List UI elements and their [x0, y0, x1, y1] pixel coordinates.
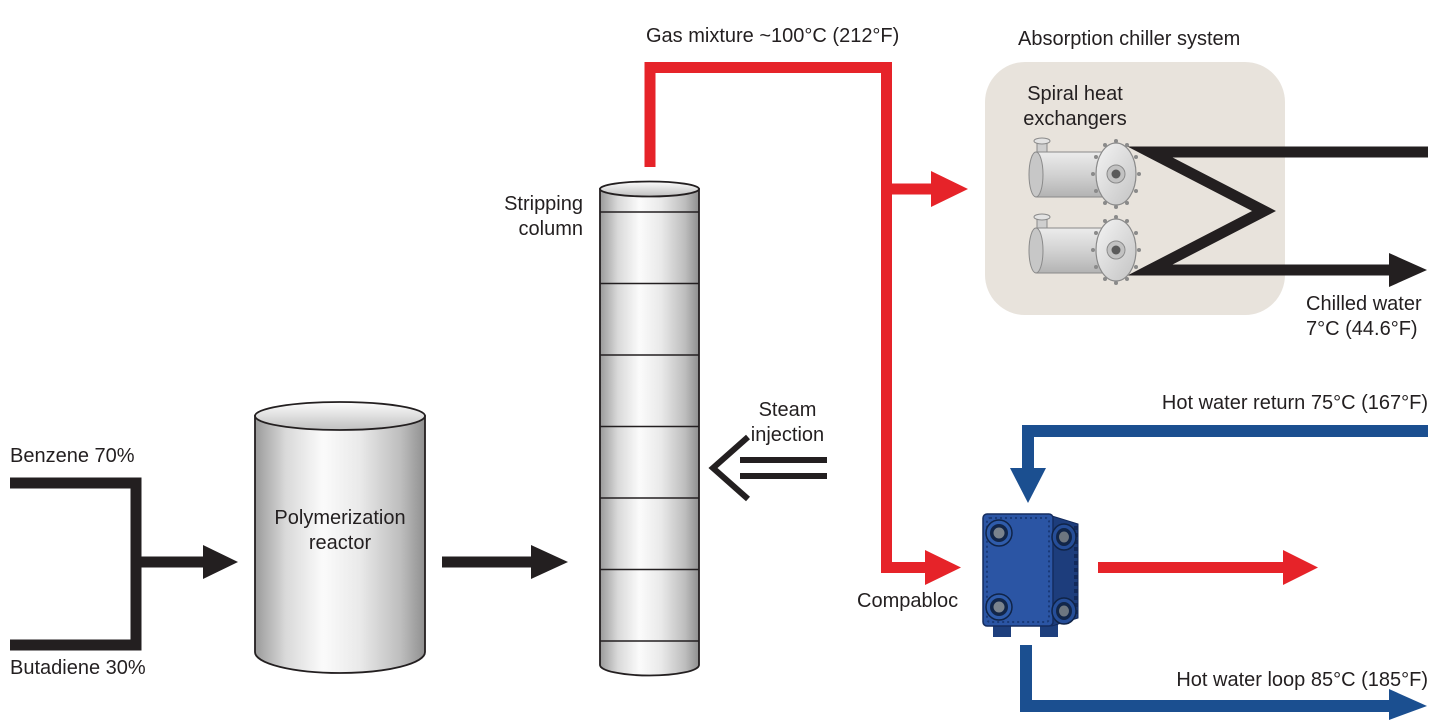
hot-water-loop-label: Hot water loop 85°C (185°F) — [1176, 669, 1428, 691]
steam-injection-label: Steam injection — [750, 399, 825, 446]
gas-mixture-pipe — [644, 62, 928, 573]
gas-to-compabloc-arrow-head — [925, 550, 961, 585]
butadiene-feed-label: Butadiene 30% — [10, 657, 146, 679]
gas-mixture-label: Gas mixture ~100°C (212°F) — [646, 25, 900, 47]
chilled-water-label: Chilled water 7°C (44.6°F) — [1306, 293, 1422, 340]
feed-arrow-head — [203, 545, 238, 579]
hot-water-return-arrow-head — [1010, 468, 1046, 503]
benzene-butadiene-feed-pipe — [10, 477, 142, 651]
stripping-column — [599, 180, 700, 677]
polymerization-reactor-label: Polymerization reactor — [274, 507, 406, 554]
benzene-feed-label: Benzene 70% — [10, 445, 135, 467]
hot-water-loop-arrow-head — [1389, 689, 1427, 720]
reactor-outlet-arrow-head — [531, 545, 568, 579]
hot-water-return-label: Hot water return 75°C (167°F) — [1161, 392, 1428, 414]
spiral-heat-exchanger-icon-top — [1028, 137, 1141, 209]
spiral-heat-exchanger-icon-bottom — [1028, 213, 1141, 285]
compabloc-label: Compabloc — [857, 590, 959, 612]
chilled-water-arrow-head — [1389, 253, 1427, 287]
chilled-water-line — [1127, 146, 1428, 276]
stripping-column-label: Stripping column — [504, 193, 583, 240]
compabloc-icon — [982, 513, 1079, 637]
absorption-chiller-system-label: Absorption chiller system — [1018, 28, 1241, 50]
spiral-heat-exchangers-label: Spiral heat exchangers — [1023, 83, 1127, 130]
steam-injection-arrow — [708, 434, 827, 502]
compabloc-outlet-arrow-head — [1283, 550, 1318, 585]
gas-to-chiller-arrow-head — [931, 171, 968, 207]
polymerization-reactor — [254, 401, 426, 674]
hot-water-return-pipe — [1022, 425, 1428, 470]
hot-water-loop-pipe — [1020, 645, 1392, 712]
